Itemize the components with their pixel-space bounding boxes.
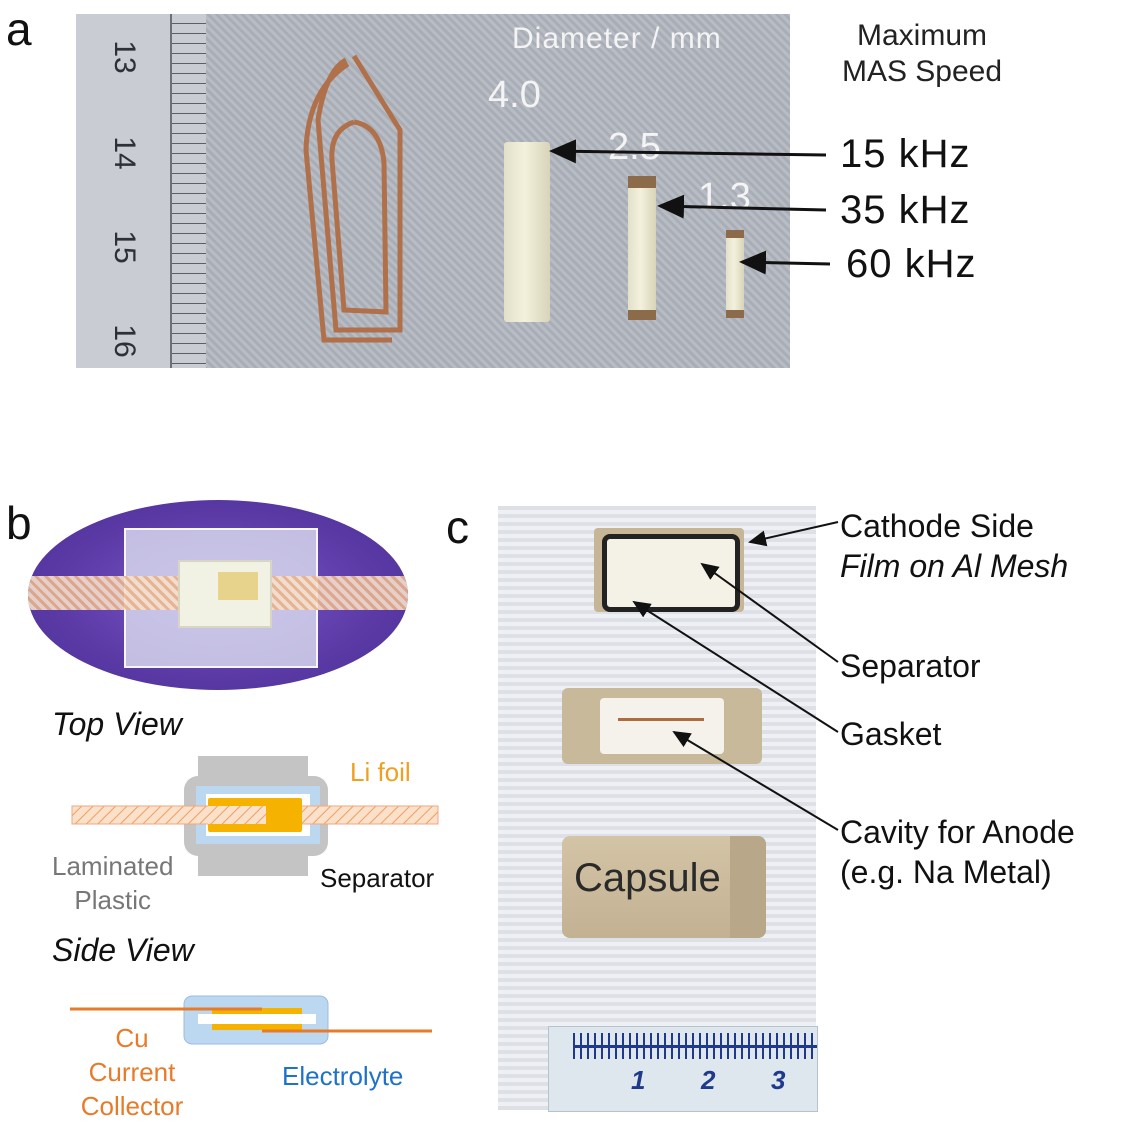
label-line: Cu bbox=[115, 1023, 149, 1053]
cu-collector-label: Cu Current Collector bbox=[72, 1022, 192, 1123]
separator-label-c: Separator bbox=[840, 648, 981, 684]
arrow-line bbox=[739, 250, 831, 275]
label-line: Cathode Side bbox=[840, 508, 1034, 544]
leader-line bbox=[672, 730, 839, 831]
gasket-label: Gasket bbox=[840, 716, 942, 752]
speed-arrows bbox=[549, 139, 831, 275]
li-foil-label: Li foil bbox=[350, 757, 411, 787]
capsule-photo: Capsule 1 2 3 bbox=[498, 506, 818, 1112]
label-line: Collector bbox=[80, 1090, 184, 1121]
top-view-title: Top View bbox=[52, 706, 182, 742]
mas-header-line: MAS Speed bbox=[841, 55, 1003, 88]
mas-header-line: Maximum bbox=[856, 19, 987, 52]
arrow-line bbox=[549, 139, 827, 164]
leader-line bbox=[632, 600, 839, 733]
leader-line bbox=[748, 521, 839, 547]
speed-label: 35 kHz bbox=[840, 188, 971, 232]
cavity-label: Cavity for Anode (e.g. Na Metal) bbox=[840, 812, 1075, 892]
paper-clip-icon bbox=[303, 54, 403, 343]
mas-speed-header: Maximum MAS Speed bbox=[834, 18, 1010, 90]
arrow-line bbox=[657, 194, 827, 219]
leader-line bbox=[700, 562, 839, 663]
side-view-title: Side View bbox=[52, 932, 194, 968]
panel-letter-b: b bbox=[6, 497, 32, 549]
diameter-label: 1.3 bbox=[698, 176, 751, 218]
top-view-diagram bbox=[71, 756, 439, 876]
label-line: Film on Al Mesh bbox=[840, 548, 1069, 584]
leader-lines bbox=[632, 521, 839, 831]
rotor-4mm bbox=[504, 142, 550, 322]
label-line: (e.g. Na Metal) bbox=[840, 854, 1052, 890]
rotor-photo: 13 14 15 16 Diameter / mm 4.0 2.5 1.3 bbox=[76, 14, 790, 368]
ruler: 13 14 15 16 bbox=[76, 14, 206, 368]
electrolyte-label: Electrolyte bbox=[282, 1061, 404, 1091]
label-line: Laminated bbox=[52, 851, 174, 881]
panel-letter-c: c bbox=[446, 501, 469, 553]
rotor-2-5mm bbox=[628, 178, 656, 320]
ruler-number: 1 bbox=[631, 1065, 646, 1095]
diameter-label: 4.0 bbox=[488, 74, 541, 116]
diameter-label: 2.5 bbox=[608, 126, 661, 168]
label-line: Cavity for Anode bbox=[840, 814, 1075, 850]
side-view-diagram bbox=[70, 995, 432, 1045]
ruler-number: 3 bbox=[771, 1065, 786, 1095]
pouch-cell-photo bbox=[28, 500, 408, 690]
diameter-header: Diameter / mm bbox=[512, 22, 722, 55]
label-line: Current bbox=[88, 1056, 176, 1087]
ruler-number: 2 bbox=[701, 1065, 716, 1095]
capsule-text: Capsule bbox=[574, 856, 721, 900]
laminated-plastic-label: Laminated Plastic bbox=[52, 850, 173, 918]
separator-label-b: Separator bbox=[320, 863, 435, 893]
panel-letter-a: a bbox=[6, 3, 32, 55]
cathode-side-label: Cathode Side Film on Al Mesh bbox=[840, 506, 1068, 586]
speed-label: 60 kHz bbox=[846, 242, 977, 286]
ruler-c: 1 2 3 bbox=[548, 1026, 818, 1112]
speed-label: 15 kHz bbox=[840, 132, 971, 176]
label-line: Plastic bbox=[74, 884, 151, 915]
